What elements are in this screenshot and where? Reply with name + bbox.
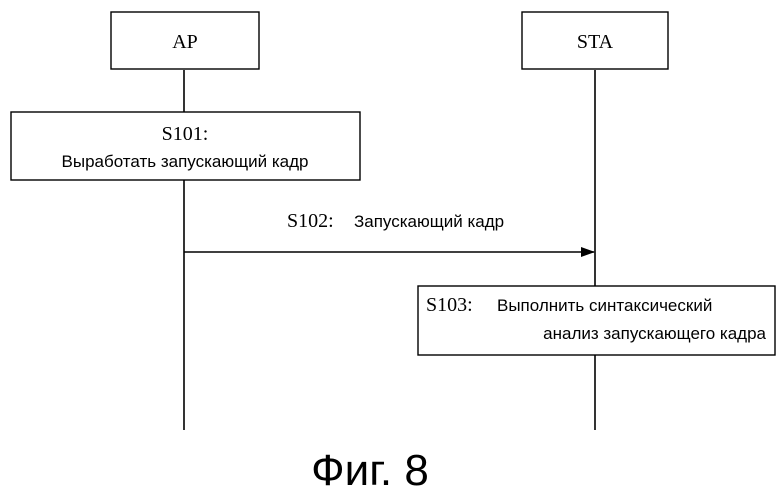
step-s103-text-line1: Выполнить синтаксический [497, 296, 712, 315]
figure-caption: Фиг. 8 [311, 446, 429, 493]
step-s101-text: Выработать запускающий кадр [62, 152, 309, 171]
step-s102-code: S102: [287, 210, 334, 232]
ap-label: AP [172, 31, 198, 53]
step-s101-code: S101: [162, 123, 209, 145]
step-s102-text: Запускающий кадр [354, 212, 504, 231]
sta-label: STA [577, 31, 614, 53]
step-s103-code: S103: [426, 294, 473, 316]
step-s103-text-line2: анализ запускающего кадра [543, 324, 766, 343]
